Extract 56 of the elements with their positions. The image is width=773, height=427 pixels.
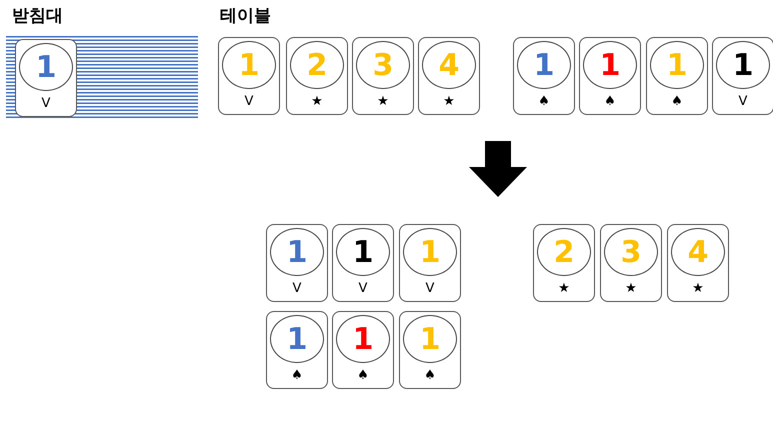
card-symbol: ♠: [670, 94, 684, 110]
number-circle: 1: [270, 315, 324, 363]
number-circle: 1: [583, 41, 637, 89]
card: [15, 39, 77, 117]
card-symbol: ★: [624, 281, 638, 297]
number-circle: 1: [336, 228, 390, 276]
card-symbol: ★: [442, 94, 456, 110]
number-circle: 1: [403, 315, 457, 363]
number-circle: 4: [671, 228, 725, 276]
card: [646, 37, 708, 115]
card: [579, 37, 641, 115]
number-circle: 3: [356, 41, 410, 89]
number-circle: 1: [650, 41, 704, 89]
card: [712, 37, 773, 115]
card: [266, 224, 328, 302]
number-circle: 1: [716, 41, 770, 89]
card: [533, 224, 595, 302]
card-symbol: ★: [691, 281, 705, 297]
card: [399, 224, 461, 302]
card: [513, 37, 575, 115]
number-circle: 1: [517, 41, 571, 89]
card-symbol: ★: [557, 281, 571, 297]
card-symbol: V: [292, 281, 302, 297]
card: [667, 224, 729, 302]
card: [352, 37, 414, 115]
card: [600, 224, 662, 302]
card-symbol: ♠: [356, 368, 370, 384]
card: [266, 311, 328, 389]
number-circle: 1: [19, 43, 73, 91]
card-symbol: V: [244, 94, 254, 110]
card-symbol: V: [40, 96, 52, 112]
card-symbol: V: [424, 281, 436, 297]
heading: 테이블: [220, 5, 271, 27]
card: [218, 37, 280, 115]
card-symbol: ♠: [537, 94, 551, 110]
card-symbol: ♠: [603, 94, 617, 110]
card: [332, 224, 394, 302]
card: [418, 37, 480, 115]
card: [286, 37, 348, 115]
card-symbol: V: [358, 281, 368, 297]
number-circle: 1: [222, 41, 276, 89]
number-circle: 2: [537, 228, 591, 276]
number-circle: 1: [336, 315, 390, 363]
card-symbol: ★: [310, 94, 324, 110]
card-symbol: V: [738, 94, 748, 110]
number-circle: 3: [604, 228, 658, 276]
number-circle: 1: [403, 228, 457, 276]
number-circle: 2: [290, 41, 344, 89]
card-symbol: ★: [376, 94, 390, 110]
number-circle: 1: [270, 228, 324, 276]
heading: 받침대: [12, 5, 63, 27]
card-symbol: ♠: [423, 368, 437, 384]
number-circle: 4: [422, 41, 476, 89]
card-symbol: ♠: [290, 368, 304, 384]
card: [399, 311, 461, 389]
card: [332, 311, 394, 389]
